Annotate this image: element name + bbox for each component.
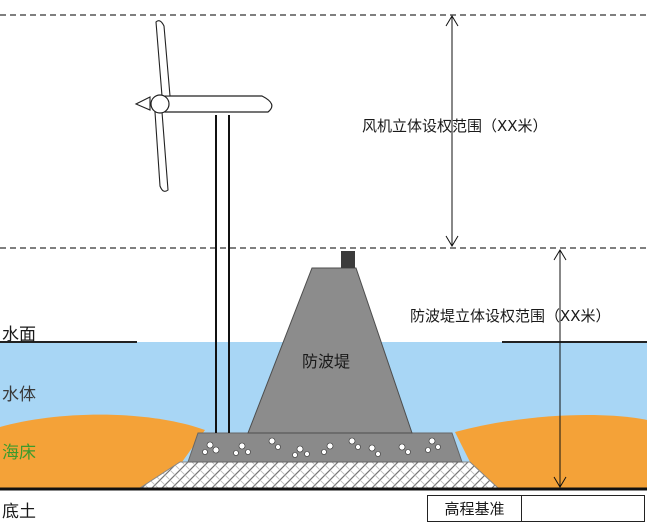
- breakwater-range-label: 防波堤立体设权范围（XX米）: [410, 307, 611, 325]
- turbine-nacelle: [164, 95, 273, 113]
- turbine-range-arrow: [445, 15, 459, 247]
- turbine-blades: [134, 20, 171, 192]
- water-body-label: 水体: [2, 385, 36, 405]
- water-surface-label: 水面: [2, 325, 36, 345]
- gravel-stones: [202, 437, 441, 458]
- seabed-label: 海床: [2, 443, 36, 463]
- turbine-hub: [150, 94, 170, 114]
- elevation-datum-value: [522, 496, 644, 521]
- seabed-right: [455, 415, 647, 488]
- foundation-hatch: [138, 461, 500, 489]
- gravel-bedding: [187, 432, 463, 463]
- turbine-tower: [215, 115, 230, 433]
- breakwater-top-block: [341, 251, 355, 268]
- elevation-datum-label: 高程基准: [428, 496, 522, 521]
- elevation-datum-table: 高程基准: [427, 495, 645, 522]
- breakwater-label: 防波堤: [302, 352, 351, 371]
- breakwater-range-arrow: [553, 249, 567, 488]
- subsoil-label: 底土: [2, 502, 36, 522]
- seabed-left: [0, 414, 205, 488]
- turbine-range-label: 风机立体设权范围（XX米）: [362, 117, 548, 135]
